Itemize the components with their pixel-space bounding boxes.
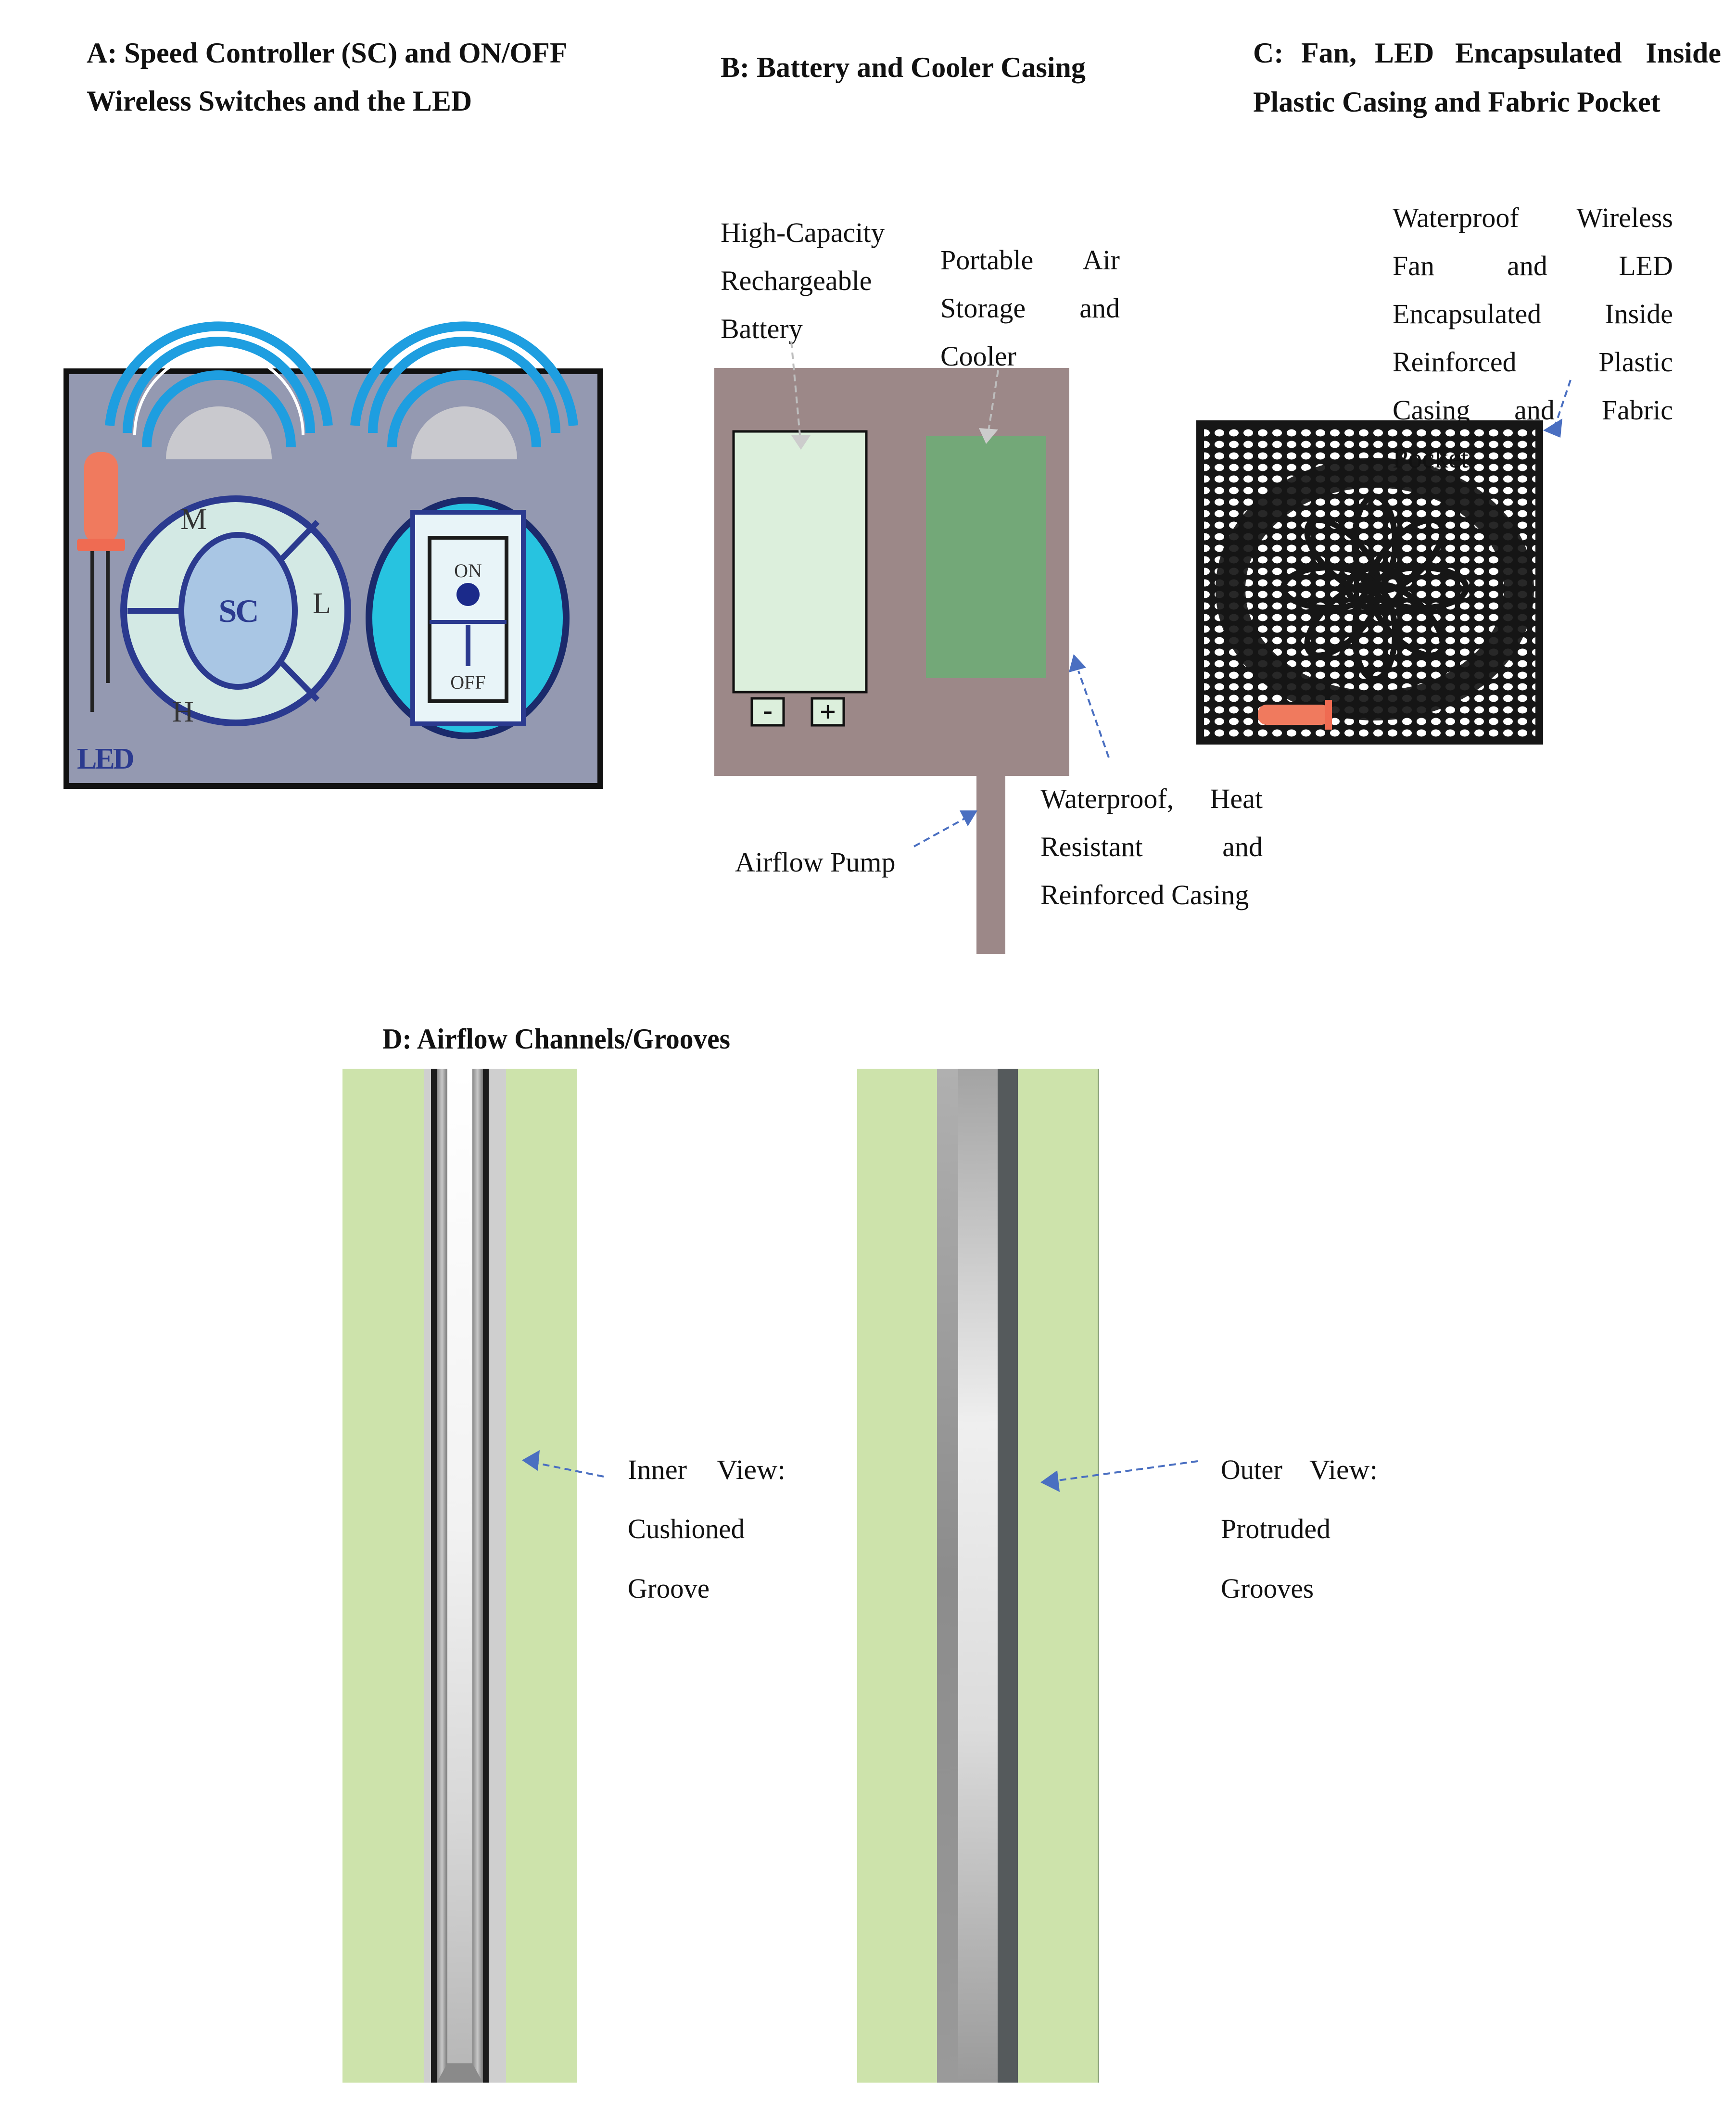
pump-arrow bbox=[913, 818, 965, 847]
battery-label-line-3: Battery bbox=[721, 313, 803, 344]
outer-view-arrow-head bbox=[1040, 1470, 1060, 1492]
speed-label-medium: M bbox=[180, 503, 207, 536]
battery-minus-label: - bbox=[763, 694, 773, 726]
outer-view-line-1b: View: bbox=[1309, 1454, 1378, 1485]
fan-desc-2c: LED bbox=[1619, 250, 1673, 281]
air-cooler-unit bbox=[926, 436, 1046, 678]
fan-desc-3b: Inside bbox=[1605, 298, 1673, 329]
speed-label-low: L bbox=[313, 587, 331, 620]
airflow-pump-tube bbox=[976, 776, 1005, 954]
fan-desc-5c: Fabric bbox=[1602, 394, 1673, 426]
battery-cell bbox=[732, 430, 868, 694]
panel-a: A: Speed Controller (SC) and ON/OFF Wire… bbox=[63, 37, 603, 789]
panel-c-title-c: C: bbox=[1253, 37, 1283, 69]
storage-arrow bbox=[988, 370, 999, 431]
panel-c-title-led: LED bbox=[1375, 37, 1434, 69]
panel-c-title-encapsulated: Encapsulated bbox=[1455, 37, 1622, 69]
battery-plus-terminal bbox=[811, 697, 845, 727]
fan-desc-3a: Encapsulated bbox=[1393, 298, 1541, 329]
casing-label-line-1-left: Waterproof, bbox=[1040, 783, 1174, 814]
fan-desc-1b: Wireless bbox=[1576, 202, 1673, 233]
fan-grill-icon bbox=[1196, 420, 1543, 745]
storage-label-line-2-right: and bbox=[1079, 292, 1120, 324]
panel-c-title-inside: Inside bbox=[1646, 37, 1721, 69]
fan-desc-4a: Reinforced bbox=[1393, 346, 1517, 378]
panel-d-title: D: Airflow Channels/Grooves bbox=[382, 1023, 730, 1055]
fan-arrow-head bbox=[1543, 418, 1562, 438]
inner-view-line-3: Groove bbox=[628, 1573, 710, 1604]
casing-label-line-2-right: and bbox=[1222, 831, 1263, 862]
panel-a-title-line-2: Wireless Switches and the LED bbox=[87, 85, 472, 117]
panel-a-title-line-1: A: Speed Controller (SC) and ON/OFF bbox=[87, 37, 567, 69]
casing-label-line-1-right: Heat bbox=[1210, 783, 1263, 814]
battery-arrow bbox=[790, 341, 801, 436]
fan-desc-2a: Fan bbox=[1393, 250, 1434, 281]
storage-arrow-head bbox=[979, 428, 998, 444]
casing-arrow-head bbox=[1069, 654, 1086, 672]
inner-view-line-1b: View: bbox=[717, 1454, 786, 1485]
speed-controller-dial bbox=[120, 495, 351, 726]
storage-label-line-1-left: Portable bbox=[940, 244, 1033, 276]
battery-label-line-2: Rechargeable bbox=[721, 265, 872, 296]
pump-label: Airflow Pump bbox=[735, 847, 896, 878]
inner-view-line-1a: Inner bbox=[628, 1454, 687, 1485]
panel-c-title-line-2: Plastic Casing and Fabric Pocket bbox=[1253, 86, 1660, 118]
inner-view-channel bbox=[342, 1069, 577, 2083]
inner-view-arrow-head bbox=[522, 1450, 540, 1471]
outer-view-arrow bbox=[1051, 1460, 1198, 1482]
fan-desc-2b: and bbox=[1507, 250, 1547, 281]
led-label: LED bbox=[77, 743, 133, 775]
outer-view-line-2: Protruded bbox=[1221, 1513, 1331, 1544]
panel-b-title: B: Battery and Cooler Casing bbox=[721, 51, 1086, 83]
storage-label-line-2-left: Storage bbox=[940, 292, 1026, 324]
pump-arrow-head bbox=[960, 810, 977, 826]
battery-arrow-head bbox=[791, 435, 811, 450]
led-component-icon bbox=[77, 452, 125, 712]
outer-view-channel bbox=[857, 1069, 1099, 2083]
switch-off-label: OFF bbox=[450, 671, 485, 693]
wifi-signal-icon-speed bbox=[105, 321, 333, 459]
fan-desc-4b: Plastic bbox=[1598, 346, 1673, 378]
wifi-signal-icon-power bbox=[350, 321, 578, 459]
fan-desc-6a: Pocket bbox=[1393, 442, 1469, 474]
panel-b: B: Battery and Cooler Casing High-Capaci… bbox=[714, 51, 1263, 954]
casing-label-line-3: Reinforced Casing bbox=[1040, 879, 1249, 910]
panel-c-title-fan: Fan, bbox=[1301, 37, 1356, 69]
battery-label-line-1: High-Capacity bbox=[721, 217, 885, 248]
battery-minus-terminal bbox=[750, 697, 785, 727]
panel-d: D: Airflow Channels/Grooves bbox=[342, 1023, 1378, 2083]
inner-view-line-2: Cushioned bbox=[628, 1513, 745, 1544]
casing-arrow bbox=[1077, 670, 1110, 758]
speed-label-high: H bbox=[172, 695, 194, 728]
storage-label-line-3: Cooler bbox=[940, 341, 1016, 372]
switch-on-label: ON bbox=[454, 560, 482, 581]
sc-label: SC bbox=[219, 593, 258, 629]
outer-view-line-1a: Outer bbox=[1221, 1454, 1282, 1485]
storage-label-line-1-right: Air bbox=[1083, 244, 1120, 276]
inner-view-arrow bbox=[531, 1461, 604, 1478]
outer-view-line-3: Grooves bbox=[1221, 1573, 1314, 1604]
power-switch bbox=[366, 497, 570, 739]
battery-plus-label: + bbox=[820, 696, 836, 728]
panel-c: C: Fan, LED Encapsulated Inside Plastic … bbox=[1196, 37, 1721, 745]
fan-desc-1a: Waterproof bbox=[1393, 202, 1519, 233]
casing-label-line-2-left: Resistant bbox=[1040, 831, 1143, 862]
fan-arrow bbox=[1554, 379, 1571, 428]
